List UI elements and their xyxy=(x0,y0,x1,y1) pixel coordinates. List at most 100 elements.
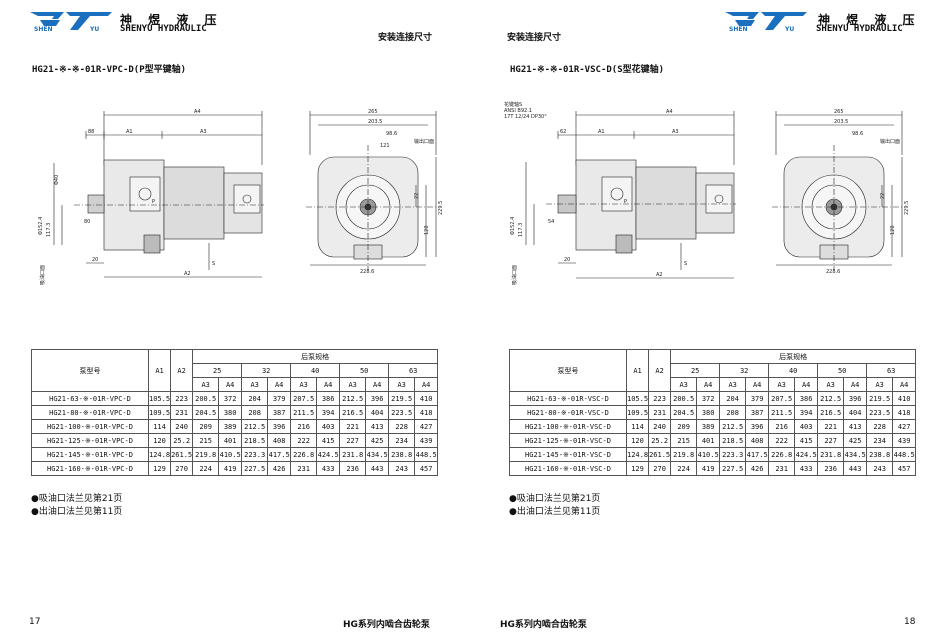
logo-text-shen: SHEN xyxy=(34,26,53,33)
cell-value: 129 xyxy=(625,461,650,476)
cell-value: 415 xyxy=(794,433,819,448)
cell-value: 236 xyxy=(817,461,845,476)
cell-value: 417.5 xyxy=(267,447,292,462)
cell-value: 386 xyxy=(316,391,341,406)
cell-value: 212.5 xyxy=(241,419,269,434)
size-header: 25 xyxy=(192,363,243,378)
cell-value: 448.5 xyxy=(414,447,439,462)
right-page: 安装连接尺寸 HG21-※-※-01R-VSC-D(S型花键轴) SHEN YU… xyxy=(472,0,943,640)
cell-value: 200.5 xyxy=(192,391,220,406)
cell-value: 270 xyxy=(648,461,672,476)
dim-117: 117.3 xyxy=(46,223,52,237)
cell-value: 433 xyxy=(794,461,819,476)
side-view-drawing: 花键轴S ANSI B92.1 17T 12/24 DP30° A4 A1 xyxy=(504,101,736,285)
cell-value: 238.8 xyxy=(866,447,894,462)
note-inlet: ●吸油口法兰见第21页 xyxy=(509,494,601,504)
cell-value: 120 xyxy=(625,433,650,448)
cell-value: 448.5 xyxy=(892,447,917,462)
cell-value: 410.5 xyxy=(696,447,721,462)
cell-value: 105.5 xyxy=(147,391,172,406)
cell-value: 221 xyxy=(817,419,845,434)
brand-logo: SHEN YU xyxy=(30,10,112,34)
cell-value: 389 xyxy=(696,419,721,434)
sub-header: A3 xyxy=(719,377,747,392)
cell-value: 124.8 xyxy=(625,447,650,462)
footer-title: HG系列内啮合齿轮泵 xyxy=(500,620,587,630)
cell-value: 394 xyxy=(316,405,341,420)
dim-a3: A3 xyxy=(672,129,679,135)
dim-228: 228.6 xyxy=(360,269,374,275)
cell-model: HG21-145-※-01R-VSC-D xyxy=(509,447,627,462)
cell-value: 443 xyxy=(843,461,868,476)
col-header-model: 泵型号 xyxy=(31,349,149,392)
cell-value: 394 xyxy=(794,405,819,420)
cell-value: 114 xyxy=(625,419,650,434)
logo-text-shen: SHEN xyxy=(729,26,748,33)
cell-value: 215 xyxy=(670,433,698,448)
dim-54: 54 xyxy=(548,219,554,225)
cell-value: 386 xyxy=(794,391,819,406)
dim-40: Φ40 xyxy=(54,175,60,185)
cell-value: 223 xyxy=(170,391,194,406)
cell-value: 219.5 xyxy=(866,391,894,406)
cell-value: 434.5 xyxy=(843,447,868,462)
sub-header: A4 xyxy=(267,377,292,392)
sub-header: A4 xyxy=(794,377,819,392)
dim-228: 228.6 xyxy=(826,269,840,275)
cell-model: HG21-125-※-01R-VSC-D xyxy=(509,433,627,448)
spline-note-3: 17T 12/24 DP30° xyxy=(504,114,547,120)
sub-header: A3 xyxy=(670,377,698,392)
cell-value: 243 xyxy=(388,461,416,476)
cell-value: 212.5 xyxy=(719,419,747,434)
cell-value: 216 xyxy=(768,419,796,434)
cell-value: 223.3 xyxy=(241,447,269,462)
cell-value: 419 xyxy=(696,461,721,476)
cell-value: 224 xyxy=(670,461,698,476)
cell-value: 216.5 xyxy=(339,405,367,420)
cell-value: 457 xyxy=(414,461,439,476)
cell-value: 389 xyxy=(218,419,243,434)
front-view-drawing: 265 203.5 98.6 输出口面 228.6 22 120 229.5 xyxy=(772,109,910,275)
cell-value: 109.5 xyxy=(147,405,172,420)
cell-value: 219.5 xyxy=(388,391,416,406)
cell-value: 261.5 xyxy=(170,447,194,462)
label-outlet: 输出口面 xyxy=(880,138,900,145)
cell-value: 212.5 xyxy=(339,391,367,406)
cell-value: 413 xyxy=(365,419,390,434)
brand-name-en: SHENYU HYDRAULIC xyxy=(816,24,903,34)
cell-value: 221 xyxy=(339,419,367,434)
cell-value: 216.5 xyxy=(817,405,845,420)
cell-value: 204 xyxy=(719,391,747,406)
cell-value: 403 xyxy=(316,419,341,434)
dim-a1: A1 xyxy=(598,129,605,135)
sub-header: A4 xyxy=(745,377,770,392)
page-number: 18 xyxy=(904,617,916,627)
note-outlet: ●出油口法兰见第11页 xyxy=(509,507,601,517)
cell-value: 231.8 xyxy=(339,447,367,462)
cell-value: 372 xyxy=(218,391,243,406)
cell-value: 228 xyxy=(388,419,416,434)
cell-value: 223.3 xyxy=(719,447,747,462)
cell-value: 433 xyxy=(316,461,341,476)
cell-value: 114 xyxy=(147,419,172,434)
cell-value: 418 xyxy=(414,405,439,420)
sub-header: A4 xyxy=(365,377,390,392)
model-title: HG21-※-※-01R-VSC-D(S型花键轴) xyxy=(510,65,665,75)
cell-value: 218.5 xyxy=(719,433,747,448)
brand-logo: SHEN YU xyxy=(725,10,807,34)
sub-header: A3 xyxy=(388,377,416,392)
cell-value: 408 xyxy=(267,433,292,448)
dim-265: 265 xyxy=(368,109,378,115)
side-view-drawing: A4 A1 A3 88 A2 20 80 S P Φ152.4 117.3 Φ4… xyxy=(38,109,264,285)
cell-value: 424.5 xyxy=(316,447,341,462)
cell-value: 129 xyxy=(147,461,172,476)
dim-117: 117.3 xyxy=(518,223,524,237)
cell-value: 227 xyxy=(339,433,367,448)
cell-value: 218.5 xyxy=(241,433,269,448)
sub-header: A3 xyxy=(241,377,269,392)
